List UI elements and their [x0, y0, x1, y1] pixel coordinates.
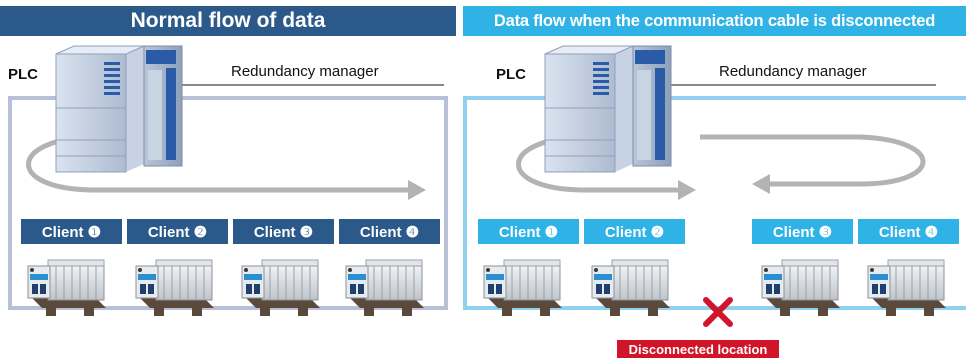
left-redundancy-manager-label: Redundancy manager [231, 63, 379, 80]
right-client-1-label: Client ❶ [478, 219, 579, 244]
right-client-2-label: Client ❷ [584, 219, 685, 244]
left-client-4-label: Client ❹ [339, 219, 440, 244]
left-network-ring [8, 96, 448, 310]
left-client-3-label: Client ❸ [233, 219, 334, 244]
disconnected-flow-header: Data flow when the communication cable i… [463, 6, 966, 36]
left-plc-label: PLC [8, 66, 38, 83]
normal-flow-header: Normal flow of data [0, 6, 456, 36]
disconnect-x-icon [703, 297, 733, 327]
left-client-2-label: Client ❷ [127, 219, 228, 244]
left-client-1-label: Client ❶ [21, 219, 122, 244]
right-plc-label: PLC [496, 66, 526, 83]
right-client-3-label: Client ❸ [752, 219, 853, 244]
disconnected-location-label: Disconnected location [617, 340, 779, 358]
right-redundancy-manager-label: Redundancy manager [719, 63, 867, 80]
right-client-4-label: Client ❹ [858, 219, 959, 244]
